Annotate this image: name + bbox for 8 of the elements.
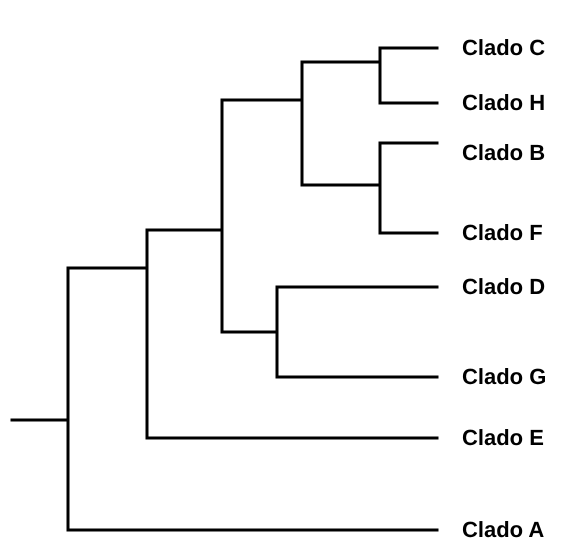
clade-label: Clado H	[462, 92, 546, 114]
clade-label: Clado E	[462, 427, 544, 449]
clade-label: Clado D	[462, 276, 546, 298]
clade-label: Clado F	[462, 222, 543, 244]
clade-label: Clado B	[462, 142, 546, 164]
clade-label: Clado A	[462, 519, 544, 541]
clade-label: Clado G	[462, 366, 546, 388]
clade-label: Clado C	[462, 37, 546, 59]
